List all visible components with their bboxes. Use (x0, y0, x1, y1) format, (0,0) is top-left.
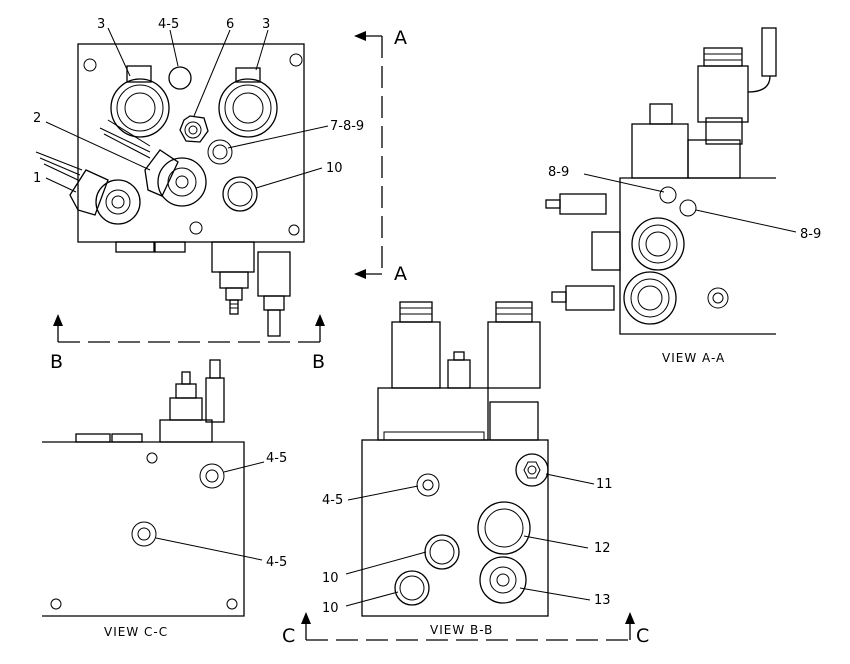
bottom-fitting (115, 241, 155, 253)
view-b-b-outline (361, 439, 549, 617)
port-8-9 (679, 199, 697, 217)
top-view-manifold-outline (77, 43, 305, 243)
mounting-hole (50, 598, 62, 610)
section-label-b-left: B (50, 351, 63, 373)
port-13 (479, 556, 527, 604)
solenoid-cartridge-left (110, 65, 170, 138)
mounting-hole (189, 221, 203, 235)
view-b-b-title: VIEW B-B (430, 623, 493, 637)
view-c-c-callout-4-5-upper: 4-5 (266, 451, 287, 466)
callout-2: 2 (33, 111, 41, 126)
callout-1: 1 (33, 171, 41, 186)
section-label-b-right: B (312, 351, 325, 373)
view-b-b-callout-4-5: 4-5 (322, 493, 343, 508)
view-b-b (345, 301, 595, 617)
port-4-5 (131, 521, 157, 547)
section-label-c-left: C (282, 625, 295, 647)
port-12 (477, 501, 531, 555)
view-b-b-callout-10-upper: 10 (322, 571, 339, 586)
callout-7-8-9: 7-8-9 (330, 119, 364, 134)
view-a-a (545, 27, 797, 335)
section-line-b (53, 314, 325, 343)
callout-6: 6 (226, 17, 234, 32)
solenoid-cartridge-right (218, 67, 278, 138)
section-line-a (354, 31, 383, 279)
mounting-hole (226, 598, 238, 610)
callout-10: 10 (326, 161, 343, 176)
callout-leaders (45, 27, 329, 193)
view-b-b-callout-13: 13 (594, 593, 611, 608)
view-b-b-callout-10-lower: 10 (322, 601, 339, 616)
view-a-a-title: VIEW A-A (662, 351, 725, 365)
bottom-fitting (154, 241, 186, 253)
port-11 (515, 453, 549, 487)
callout-3-right: 3 (262, 17, 270, 32)
port-plug-large (222, 176, 258, 212)
view-c-c (42, 359, 265, 617)
view-c-c-callout-4-5-lower: 4-5 (266, 555, 287, 570)
mounting-hole (83, 58, 97, 72)
callout-3-left: 3 (97, 17, 105, 32)
view-a-a-callout-8-9-upper: 8-9 (548, 165, 569, 180)
section-label-a-top: A (394, 27, 407, 49)
view-b-b-callout-11: 11 (596, 477, 613, 492)
section-label-a-bottom: A (394, 263, 407, 285)
port-fitting (207, 139, 233, 165)
view-a-a-callout-8-9-lower: 8-9 (800, 227, 821, 242)
mounting-hole (146, 452, 158, 464)
mounting-hole (288, 224, 300, 236)
port-plug (168, 66, 192, 90)
section-label-c-right: C (636, 625, 649, 647)
port-4-5 (199, 463, 225, 489)
callout-4-5: 4-5 (158, 17, 179, 32)
top-view: 3 4-5 6 3 2 7-8-9 1 10 (33, 17, 364, 337)
view-b-b-callout-12: 12 (594, 541, 611, 556)
port-8-9 (659, 186, 677, 204)
solenoid-valve-center (144, 149, 207, 207)
sensor-fitting (257, 251, 291, 337)
mounting-hole (289, 53, 303, 67)
relief-valve-nut (179, 115, 209, 143)
view-c-c-outline (42, 441, 245, 617)
section-line-c (301, 612, 635, 641)
solenoid-valve-left (35, 151, 141, 225)
port-10 (394, 570, 430, 606)
view-c-c-title: VIEW C-C (104, 625, 168, 639)
port-4-5 (416, 473, 440, 497)
pressure-switch-fitting (211, 241, 255, 315)
